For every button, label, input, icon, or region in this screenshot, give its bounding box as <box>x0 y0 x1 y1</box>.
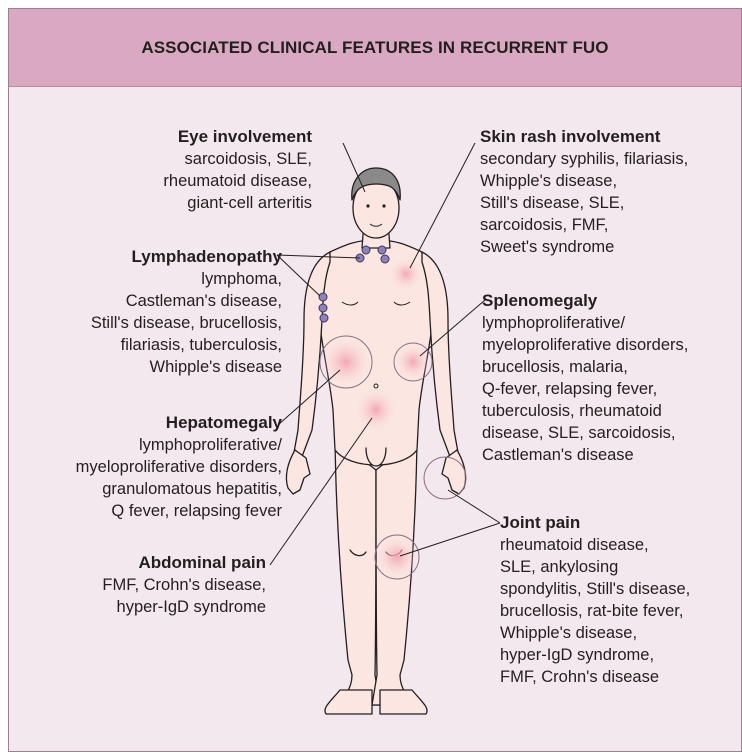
abdominal-line: FMF, Crohn's disease, <box>102 574 266 596</box>
hepato-line: Q fever, relapsing fever <box>76 500 282 522</box>
right-hand <box>286 450 310 494</box>
right-foot <box>325 690 372 714</box>
abdominal-pain-highlight <box>354 388 398 432</box>
skin-rash-group: Skin rash involvement secondary syphilis… <box>480 126 688 258</box>
skin-rash-highlight <box>389 257 423 291</box>
eye-line: sarcoidosis, SLE, <box>163 148 312 170</box>
spleno-line: Q-fever, relapsing fever, <box>482 378 688 400</box>
spleno-line: disease, SLE, sarcoidosis, <box>482 422 688 444</box>
lymph-node <box>319 304 327 312</box>
lymphadenopathy-group: Lymphadenopathy lymphoma, Castleman's di… <box>91 246 282 378</box>
hepato-line: lymphoproliferative/ <box>76 434 282 456</box>
skin-line: Whipple's disease, <box>480 170 688 192</box>
skin-line: Still's disease, SLE, <box>480 192 688 214</box>
skin-heading: Skin rash involvement <box>480 126 688 148</box>
joint-line: brucellosis, rat-bite fever, <box>500 600 690 622</box>
skin-line: secondary syphilis, filariasis, <box>480 148 688 170</box>
skin-line: Sweet's syndrome <box>480 236 688 258</box>
hepato-line: myeloproliferative disorders, <box>76 456 282 478</box>
lymph-node <box>320 314 328 322</box>
eye-involvement-group: Eye involvement sarcoidosis, SLE, rheuma… <box>163 126 312 214</box>
left-foot <box>380 690 427 714</box>
skin-leader <box>410 143 475 268</box>
joint-line: SLE, ankylosing <box>500 556 690 578</box>
lymph-node <box>378 246 386 254</box>
right-leg <box>335 438 380 705</box>
hepatomegaly-group: Hepatomegaly lymphoproliferative/ myelop… <box>76 412 282 522</box>
spleno-heading: Splenomegaly <box>482 290 688 312</box>
joint-pain-group: Joint pain rheumatoid disease, SLE, anky… <box>500 512 690 688</box>
spleno-line: brucellosis, malaria, <box>482 356 688 378</box>
lymph-node <box>381 255 389 263</box>
eye-line: giant-cell arteritis <box>163 192 312 214</box>
joint-line: hyper-IgD syndrome, <box>500 644 690 666</box>
lymph-line: Still's disease, brucellosis, <box>91 312 282 334</box>
knee-joint-highlight <box>375 535 419 579</box>
abdominal-heading: Abdominal pain <box>102 552 266 574</box>
spleno-line: myeloproliferative disorders, <box>482 334 688 356</box>
joint-heading: Joint pain <box>500 512 690 534</box>
lymph-line: Whipple's disease <box>91 356 282 378</box>
hepato-line: granulomatous hepatitis, <box>76 478 282 500</box>
hepato-heading: Hepatomegaly <box>76 412 282 434</box>
lymph-node <box>319 293 327 301</box>
lymph-heading: Lymphadenopathy <box>91 246 282 268</box>
joint-line: rheumatoid disease, <box>500 534 690 556</box>
lymph-node <box>362 246 370 254</box>
eye-heading: Eye involvement <box>163 126 312 148</box>
joint-line: Whipple's disease, <box>500 622 690 644</box>
abdominal-pain-group: Abdominal pain FMF, Crohn's disease, hyp… <box>102 552 266 618</box>
abdominal-line: hyper-IgD syndrome <box>102 596 266 618</box>
eye-line: rheumatoid disease, <box>163 170 312 192</box>
joint-line: FMF, Crohn's disease <box>500 666 690 688</box>
skin-line: sarcoidosis, FMF, <box>480 214 688 236</box>
joint-line: spondylitis, Still's disease, <box>500 578 690 600</box>
lymph-line: lymphoma, <box>91 268 282 290</box>
splenomegaly-highlight <box>394 343 432 381</box>
spleno-line: lymphoproliferative/ <box>482 312 688 334</box>
splenomegaly-group: Splenomegaly lymphoproliferative/ myelop… <box>482 290 688 466</box>
spleno-line: tuberculosis, rheumatoid <box>482 400 688 422</box>
spleno-line: Castleman's disease <box>482 444 688 466</box>
lymph-line: Castleman's disease, <box>91 290 282 312</box>
lymph-line: filariasis, tuberculosis, <box>91 334 282 356</box>
